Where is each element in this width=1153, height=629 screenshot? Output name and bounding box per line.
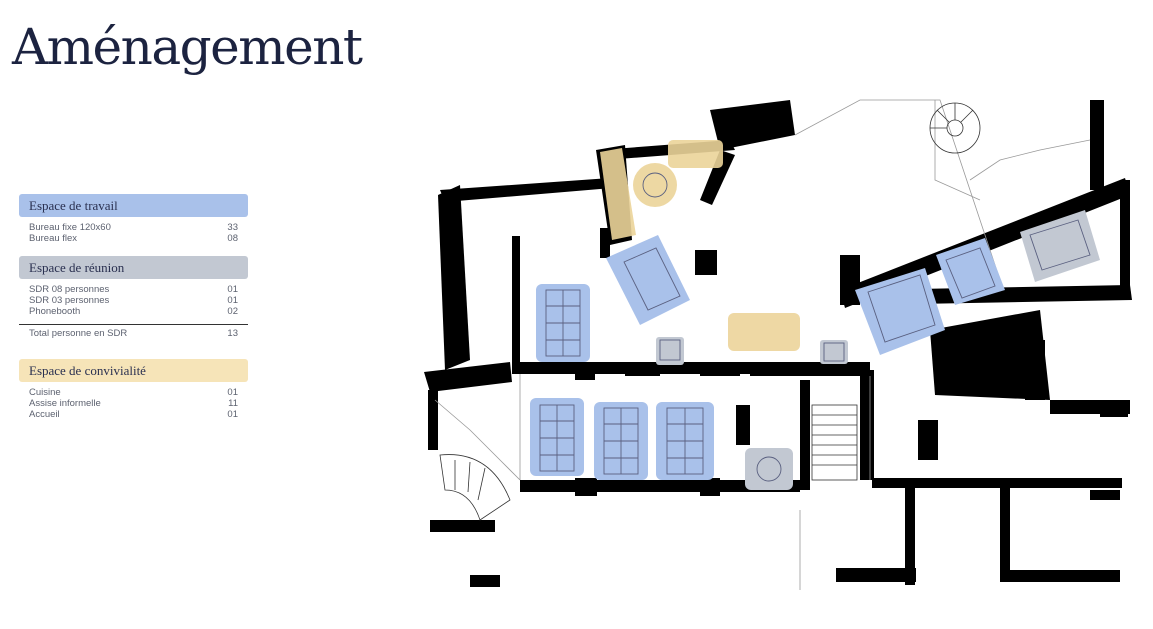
zone-phonebooth-2 <box>820 340 848 364</box>
zones-convivialite <box>600 140 800 351</box>
legend-row-value: 08 <box>227 233 238 244</box>
furniture <box>539 172 1091 482</box>
legend-header-reunion: Espace de réunion <box>19 256 248 279</box>
legend-row-value: 01 <box>227 295 238 306</box>
zone-sdr-3 <box>745 448 793 490</box>
legend-total-row: Total personne en SDR 13 <box>29 328 238 339</box>
legend-row: SDR 03 personnes 01 <box>29 295 238 306</box>
legend-row-label: SDR 03 personnes <box>29 295 110 306</box>
floor-plan <box>424 99 1132 590</box>
legend-panel: Espace de travail Bureau fixe 120x60 33 … <box>19 194 248 432</box>
legend-total-label: Total personne en SDR <box>29 328 128 339</box>
zone-accueil <box>728 313 800 351</box>
legend-row-label: Accueil <box>29 409 60 420</box>
legend-row-value: 01 <box>227 284 238 295</box>
left-stair-icon <box>439 454 511 521</box>
legend-row: Assise informelle 11 <box>29 398 238 409</box>
legend-header-convivialite: Espace de convivialité <box>19 359 248 382</box>
legend-total-value: 13 <box>227 328 238 339</box>
page-title: Aménagement <box>12 18 363 76</box>
legend-row-label: Assise informelle <box>29 398 101 409</box>
legend-row: Cuisine 01 <box>29 387 238 398</box>
zone-desks-5 <box>606 235 690 325</box>
legend-row: SDR 08 personnes 01 <box>29 284 238 295</box>
spiral-stair-icon <box>929 102 981 154</box>
legend-section-travail: Espace de travail Bureau fixe 120x60 33 … <box>19 194 248 244</box>
legend-row-value: 11 <box>228 398 238 409</box>
legend-section-convivialite: Espace de convivialité Cuisine 01 Assise… <box>19 359 248 420</box>
legend-row-value: 33 <box>227 222 238 233</box>
zones-travail <box>530 235 1005 480</box>
legend-row-label: Cuisine <box>29 387 61 398</box>
legend-row-value: 02 <box>227 306 238 317</box>
zone-desks-6 <box>855 268 945 355</box>
zone-kitchen <box>600 148 636 240</box>
legend-row-label: SDR 08 personnes <box>29 284 110 295</box>
legend-row: Bureau fixe 120x60 33 <box>29 222 238 233</box>
zone-phonebooth-1 <box>656 337 684 365</box>
zone-round-table <box>633 163 677 207</box>
legend-row-label: Bureau fixe 120x60 <box>29 222 111 233</box>
legend-header-travail: Espace de travail <box>19 194 248 217</box>
legend-section-reunion: Espace de réunion SDR 08 personnes 01 SD… <box>19 256 248 339</box>
legend-row-value: 01 <box>227 387 238 398</box>
columns <box>634 483 681 489</box>
legend-row-value: 01 <box>227 409 238 420</box>
zone-lounge <box>668 140 723 168</box>
legend-row-label: Bureau flex <box>29 233 78 244</box>
legend-row: Phonebooth 02 <box>29 306 238 317</box>
legend-row: Bureau flex 08 <box>29 233 238 244</box>
legend-row: Accueil 01 <box>29 409 238 420</box>
legend-row-label: Phonebooth <box>29 306 81 317</box>
plan-thin-lines <box>434 99 1091 590</box>
central-stair-icon <box>811 404 858 481</box>
